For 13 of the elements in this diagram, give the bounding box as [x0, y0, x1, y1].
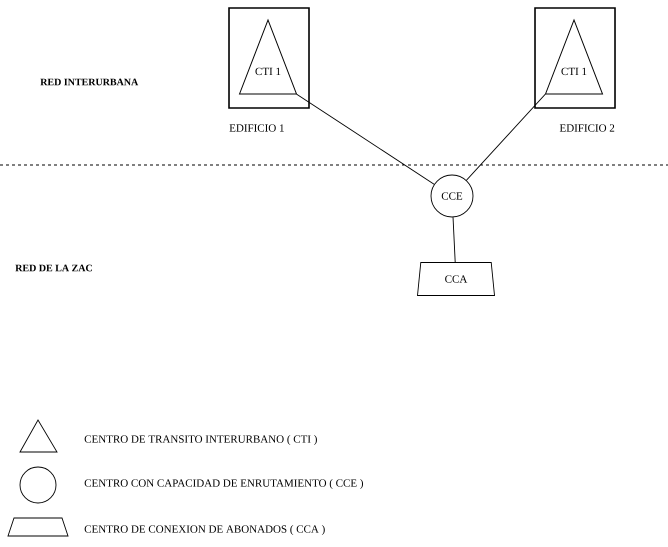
connector-line [452, 216, 456, 262]
building-label: EDIFICIO 2 [560, 124, 614, 132]
building-box [228, 7, 310, 132]
region-label: RED DE LA ZAC [15, 264, 92, 272]
subscriber-trapezium: CCA [417, 262, 495, 296]
connector-line [466, 94, 546, 181]
legend-text: CENTRO CON CAPACIDAD DE ENRUTAMIENTO ( CCE ) [84, 479, 364, 489]
region-label: RED INTERURBANA [40, 78, 138, 86]
legend-text: CENTRO DE CONEXION DE ABONADOS ( CCA ) [84, 525, 325, 535]
connector-line [296, 94, 435, 185]
building-label: EDIFICIO 1 [230, 124, 284, 132]
legend-text: CENTRO DE TRANSITO INTERURBANO ( CTI ) [84, 435, 317, 445]
building-box [534, 7, 616, 132]
